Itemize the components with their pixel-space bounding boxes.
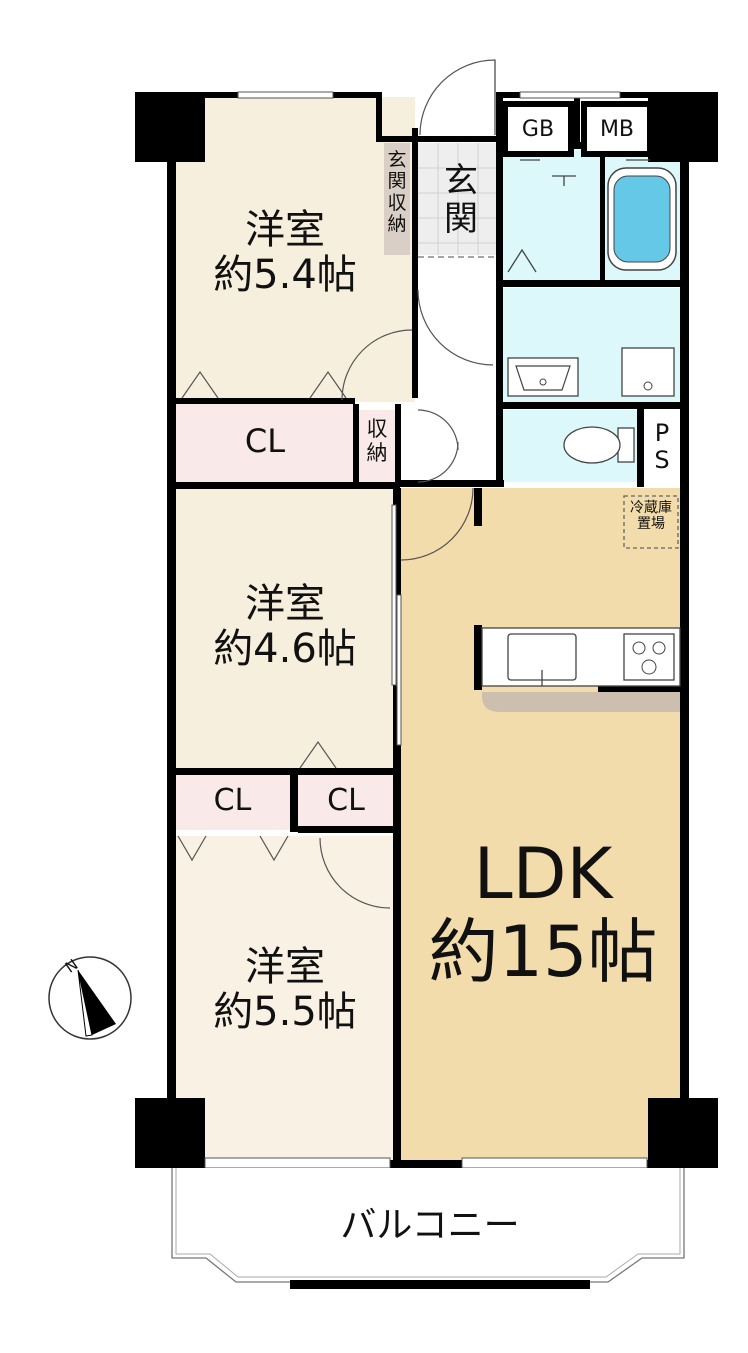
room-size: 約5.4帖 xyxy=(213,251,357,298)
closet-label-mid-left: CL xyxy=(213,783,252,818)
balcony-handrail xyxy=(290,1280,590,1289)
closet-mid-right-floor xyxy=(298,775,393,830)
entrance-label: 玄関 xyxy=(444,161,478,240)
gas-box xyxy=(502,101,574,157)
kitchen-counter xyxy=(481,627,681,712)
washing-machine xyxy=(621,347,675,397)
fridge-space xyxy=(623,495,679,549)
room-name: 洋室 xyxy=(245,944,325,990)
room-label-western-mid: 洋室 約4.6帖 xyxy=(190,582,380,672)
entrance-floor xyxy=(418,143,496,255)
room-label-western-bottom: 洋室 約5.5帖 xyxy=(190,945,380,1035)
entrance-storage-floor xyxy=(384,143,410,255)
compass-icon xyxy=(48,956,132,1040)
balcony-inner-outline xyxy=(175,1168,681,1278)
western-room-mid-floor xyxy=(175,488,395,773)
closet-mid-left-floor xyxy=(175,775,290,830)
closet-door-markers xyxy=(177,370,347,862)
door-swings xyxy=(319,59,496,909)
ldk-name: LDK xyxy=(473,833,613,915)
fridge-space-label: 冷蔵庫置場 xyxy=(630,500,672,533)
closet-top-floor xyxy=(175,402,355,482)
washbasin xyxy=(507,357,579,397)
ldk-floor xyxy=(400,488,682,1161)
room-size: 約5.5帖 xyxy=(213,988,357,1035)
bathtub xyxy=(607,167,677,271)
gas-box-label: GB xyxy=(521,117,555,142)
pipe-space xyxy=(644,410,680,482)
meter-box xyxy=(581,101,653,157)
sliding-door-panel-2 xyxy=(396,594,402,746)
entrance-tile-grid xyxy=(418,143,496,255)
room-size: 約4.6帖 xyxy=(213,625,357,672)
room-label-ldk: LDK 約15帖 xyxy=(408,835,678,992)
balcony-label: バルコニー xyxy=(340,1205,520,1246)
western-room-top-floor xyxy=(175,97,415,402)
closet-label-mid-right: CL xyxy=(327,783,365,818)
room-name: 洋室 xyxy=(245,581,325,627)
room-label-western-top: 洋室 約5.4帖 xyxy=(190,208,380,298)
sliding-door-panel xyxy=(391,504,397,686)
pipe-space-label: PS xyxy=(654,419,670,474)
storage-floor xyxy=(357,410,397,482)
western-room-bottom-floor xyxy=(175,836,395,1161)
entrance-storage-label: 玄関収納 xyxy=(387,149,407,235)
shower-fixture xyxy=(507,159,650,273)
meter-box-label: MB xyxy=(599,117,635,142)
ldk-size: 約15帖 xyxy=(428,911,658,994)
toilet xyxy=(563,426,635,464)
room-name: 洋室 xyxy=(245,207,325,253)
storage-label: 収納 xyxy=(366,417,388,465)
closet-label-top: CL xyxy=(244,422,286,460)
